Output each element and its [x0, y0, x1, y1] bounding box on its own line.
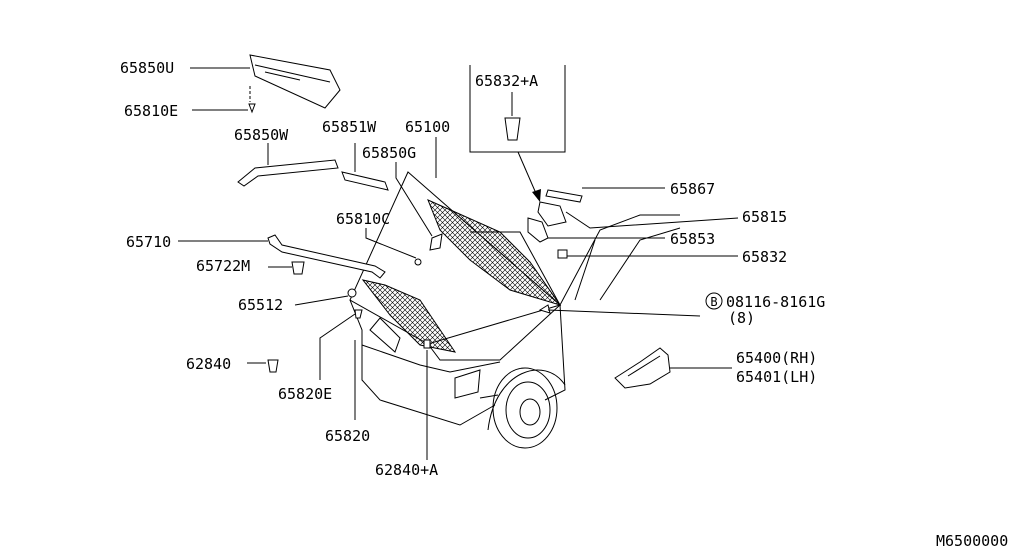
label-65400: 65400(RH)	[736, 349, 817, 367]
part-65850U	[249, 54, 341, 109]
part-62840A	[423, 339, 431, 349]
label-65512: 65512	[238, 296, 283, 314]
label-bolt-number: 08116-8161G	[726, 293, 825, 311]
part-65400-65401	[614, 347, 671, 389]
clip-65810E	[248, 103, 256, 114]
label-65851W: 65851W	[322, 118, 377, 136]
vehicle-body	[349, 171, 681, 449]
label-65867: 65867	[670, 180, 715, 198]
part-65832	[557, 249, 568, 259]
inset-box	[469, 65, 566, 153]
part-65722M	[291, 261, 305, 275]
label-bolt-qty: (8)	[728, 309, 755, 327]
inset-arrowhead	[532, 189, 541, 202]
label-65820E: 65820E	[278, 385, 332, 403]
label-65815: 65815	[742, 208, 787, 226]
part-65820E	[354, 309, 363, 319]
part-65815	[537, 201, 567, 227]
label-bolt-circle: B	[710, 295, 717, 309]
label-62840: 62840	[186, 355, 231, 373]
part-65512	[347, 288, 357, 298]
part-65832A	[504, 117, 521, 141]
label-65810C: 65810C	[336, 210, 390, 228]
part-65850W	[237, 159, 339, 187]
bolt-08116	[538, 304, 551, 314]
hood-insulator	[427, 199, 562, 306]
label-65722M: 65722M	[196, 257, 250, 275]
label-65820: 65820	[325, 427, 370, 445]
label-65853: 65853	[670, 230, 715, 248]
part-65853	[527, 217, 549, 243]
hood-insulator-lower	[361, 279, 457, 353]
diagram-id: M6500000	[936, 532, 1008, 550]
part-65851W	[341, 171, 389, 191]
label-65832: 65832	[742, 248, 787, 266]
clip-65810C	[429, 233, 443, 251]
label-65850G: 65850G	[362, 144, 416, 162]
label-65810E: 65810E	[124, 102, 178, 120]
bolt-circle-marker	[705, 292, 723, 310]
inset-arrow	[517, 151, 539, 199]
part-62840	[267, 359, 279, 373]
label-62840A: 62840+A	[375, 461, 438, 479]
label-65850U: 65850U	[120, 59, 174, 77]
leader-lines	[178, 67, 739, 460]
label-65401: 65401(LH)	[736, 368, 817, 386]
label-65100: 65100	[405, 118, 450, 136]
label-65832A: 65832+A	[475, 72, 538, 90]
part-65867	[545, 189, 583, 203]
label-65710: 65710	[126, 233, 171, 251]
clip-65810C-nut	[414, 258, 422, 266]
label-65850W: 65850W	[234, 126, 289, 144]
part-65710-hood-rod	[267, 234, 386, 279]
